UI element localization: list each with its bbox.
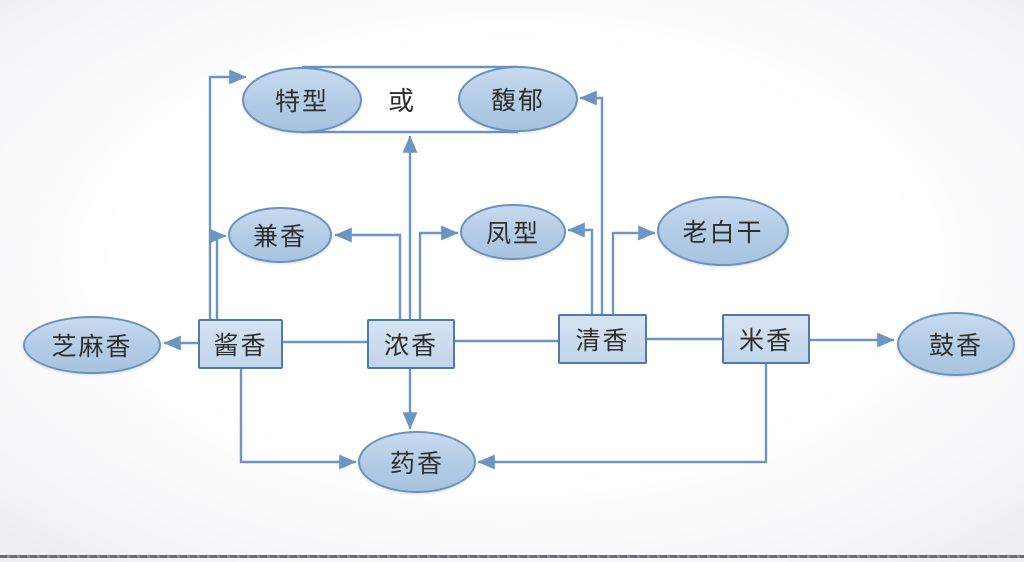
node-fengxing: 凤型 [460,204,566,260]
node-label-zhimaxiang: 芝麻香 [51,333,133,361]
node-label-nongxiang: 浓香 [383,332,438,360]
node-yaoxiang: 药香 [358,431,476,493]
node-fuyu: 馥郁 [458,66,578,132]
node-nongxiang: 浓香 [367,319,455,369]
node-label-guxiang: 鼓香 [928,332,983,360]
node-label-fuyu: 馥郁 [490,87,545,115]
node-mixiang: 米香 [722,314,810,364]
node-jiangxiang: 酱香 [198,319,283,369]
node-label-jiangxiang: 酱香 [213,332,268,360]
edge-qingxiang-fengxing [567,222,594,314]
node-label-jianxiang: 兼香 [252,223,307,251]
edge-jiangxiang-jianxiang [209,228,227,319]
node-texing: 特型 [242,67,362,133]
node-label-mixiang: 米香 [738,327,793,355]
edge-qingxiang-fuyu [579,90,604,314]
node-guxiang: 鼓香 [897,312,1015,376]
edge-jiangxiang-yaoxiang [239,369,357,470]
or-label: 或 [387,86,414,116]
node-label-qingxiang: 清香 [575,327,630,355]
node-laobaigan: 老白干 [657,196,789,266]
bottom-scrub-bar [0,555,1024,558]
node-label-texing: 特型 [274,88,329,116]
node-label-yaoxiang: 药香 [389,450,444,478]
node-label-fengxing: 凤型 [485,220,540,248]
edge-qingxiang-laobaigan [611,225,656,314]
edge-mixiang-yaoxiang [477,364,768,470]
edge-nongxiang-fengxing [418,225,459,319]
node-jianxiang: 兼香 [228,207,332,263]
node-label-laobaigan: 老白干 [682,219,764,247]
edge-nongxiang-jianxiang [334,227,402,319]
node-zhimaxiang: 芝麻香 [23,316,161,374]
node-qingxiang: 清香 [558,314,647,364]
